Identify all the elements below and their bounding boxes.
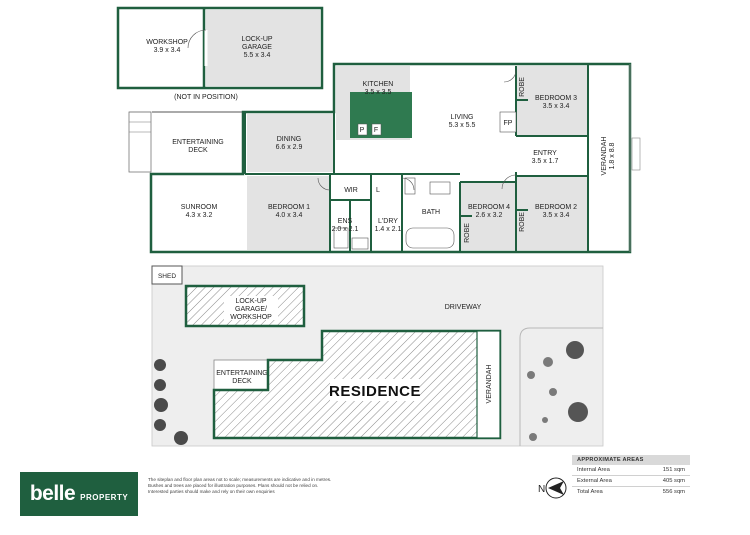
room-deck-name2: DECK [188,147,208,154]
belle-property-logo: belle PROPERTY [20,472,138,516]
areas-row-external: External Area 405 sqm [572,476,690,487]
robe-bedroom2-label: ROBE [519,212,526,232]
fireplace-label: FP [504,120,513,127]
laundry-fixture [351,237,369,250]
room-sunroom-dims: 4.3 x 3.2 [186,212,213,219]
site-deck-label-1: ENTERTAINING [216,370,267,377]
verandah-steps [631,137,641,171]
areas-label: Internal Area [577,467,610,473]
site-plan: SHED LOCK-UP GARAGE/ WORKSHOP DRIVEWAY E… [151,265,604,447]
garden-path [519,327,603,446]
site-garage-label-1: LOCK-UP [235,298,266,305]
disclaimer-line-3: Interested parties should make and rely … [148,489,275,495]
room-ens-dims: 2.0 x 2.1 [332,226,359,233]
room-living-dims: 5.3 x 5.5 [449,122,476,129]
pantry-label: P [360,127,365,134]
room-bedroom1-name: BEDROOM 1 [268,204,310,211]
site-deck-label-2: DECK [232,378,252,385]
door-swings [317,69,517,191]
fireplace-box [499,111,517,133]
bedroom1-floor [247,176,330,250]
room-bedroom2-dims: 3.5 x 3.4 [543,212,570,219]
room-ens-name: ENS [338,218,353,225]
room-bedroom4-name: BEDROOM 4 [468,204,510,211]
robe-bedroom4-label: ROBE [464,223,471,243]
driveway-label: DRIVEWAY [445,304,482,311]
areas-header: APPROXIMATE AREAS [572,455,690,465]
site-trees [154,341,588,445]
room-garage-name: LOCK-UP [241,36,272,43]
shower-fixture [333,227,349,249]
shed-label: SHED [158,273,176,280]
interior-walls [244,64,589,252]
disclaimer-line-2: Bushes and trees are placed for illustra… [148,483,319,489]
areas-label: External Area [577,478,612,484]
room-dining-name: DINING [277,136,302,143]
areas-row-internal: Internal Area 151 sqm [572,465,690,476]
disclaimer-line-1: The siteplan and floor plan areas not to… [148,477,332,482]
room-deck-name: ENTERTAINING [172,139,223,146]
toilet-fixture [404,177,416,195]
room-bedroom4-dims: 2.6 x 3.2 [476,212,503,219]
room-bedroom1-dims: 4.0 x 3.4 [276,212,303,219]
approximate-areas-table: APPROXIMATE AREAS Internal Area 151 sqm … [572,455,690,497]
bedroom3-floor [517,66,588,136]
areas-label: Total Area [577,489,603,495]
outbuilding-door-swing [187,29,207,49]
areas-row-total: Total Area 556 sqm [572,487,690,497]
linen-label: L [376,187,380,194]
room-wir-name: WIR [344,187,358,194]
verandah-dims: 1.8 x 8.8 [609,142,616,169]
floor-plan: WORKSHOP 3.9 x 3.4 LOCK-UP GARAGE 5.5 x … [116,6,641,254]
robe-bedroom3-label: ROBE [519,77,526,97]
dining-floor [247,114,334,172]
bathtub-fixture [405,227,455,249]
room-entry-name: ENTRY [533,150,557,157]
not-in-position-note: (NOT IN POSITION) [174,94,238,101]
verandah-name: VERANDAH [601,137,608,176]
room-sunroom-name: SUNROOM [181,204,218,211]
room-garage-name2: GARAGE [242,44,272,51]
areas-value: 405 sqm [662,478,685,484]
deck-steps [128,111,152,173]
areas-value: 151 sqm [662,467,685,473]
north-label: N [538,484,545,495]
room-bedroom3-name: BEDROOM 3 [535,95,577,102]
room-bedroom2-name: BEDROOM 2 [535,204,577,211]
workshop-floor [120,10,202,86]
pantry-box [357,123,368,136]
room-bath-name: BATH [422,209,440,216]
logo-sub-text: PROPERTY [80,493,129,502]
room-entry-dims: 3.5 x 1.7 [532,158,559,165]
disclaimer-text: The siteplan and floor plan areas not to… [148,477,378,496]
room-garage-dims: 5.5 x 3.4 [244,52,271,59]
room-workshop-name: WORKSHOP [146,39,188,46]
logo-main-text: belle [29,482,76,505]
residence-label-bg [330,379,420,401]
garage-floor [206,10,320,86]
site-garage-label-3: WORKSHOP [230,314,272,321]
north-arrow: N [538,477,567,499]
room-living-name: LIVING [451,114,474,121]
room-laundry-dims: 1.4 x 2.1 [375,226,402,233]
site-verandah-label: VERANDAH [486,365,493,404]
room-workshop-dims: 3.9 x 3.4 [154,47,181,54]
areas-value: 556 sqm [662,489,685,495]
room-bedroom3-dims: 3.5 x 3.4 [543,103,570,110]
room-kitchen-dims: 3.5 x 3.5 [365,89,392,96]
vanity-fixture [429,181,451,195]
room-kitchen-name: KITCHEN [363,81,394,88]
site-garage-label-2: GARAGE/ [235,306,267,313]
room-laundry-name: L'DRY [378,218,398,225]
fridge-box [371,123,382,136]
residence-label: RESIDENCE [329,383,421,400]
room-dining-dims: 6.6 x 2.9 [276,144,303,151]
shed-box [151,265,183,285]
site-verandah [476,330,501,439]
fridge-label: F [374,127,378,134]
bedroom2-floor [517,176,588,250]
site-garage-label-bg [224,296,278,320]
